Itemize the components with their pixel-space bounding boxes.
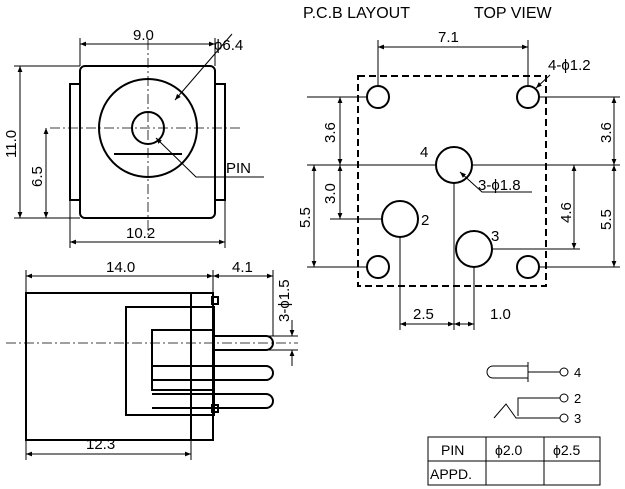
dim-center-height-label: 6.5 — [29, 166, 46, 187]
pin-label: PIN — [226, 160, 251, 177]
table-header-a: ϕ2.0 — [495, 442, 523, 458]
leader-pin-holes — [459, 171, 532, 193]
dim-pin-holes-label: 3-ϕ1.8 — [478, 177, 521, 194]
dim-pin-offset-label: 2.5 — [413, 306, 434, 323]
dim-length-label: 14.0 — [106, 259, 135, 276]
schematic-wire-3 — [493, 403, 560, 419]
dim-right-top-label: 3.6 — [598, 122, 615, 143]
dim-left-mid-label: 3.0 — [322, 183, 339, 204]
pcb-layout-view: 4 2 3 7.1 4-ϕ1.2 3.6 3.0 5.5 3.6 — [297, 29, 620, 330]
pcb-pin4-label: 4 — [420, 144, 428, 161]
side-bump-top — [211, 296, 219, 305]
side-pin-housing — [125, 306, 215, 416]
dim-body-length-label: 12.3 — [86, 436, 115, 453]
schematic-wire-2 — [517, 397, 560, 416]
dim-pin-dia-label: 3-ϕ1.5 — [276, 279, 293, 322]
dim-pin-ext-label: 4.1 — [232, 259, 253, 276]
schematic-symbol: 4 2 3 — [486, 362, 581, 426]
leader-pin — [155, 137, 264, 178]
side-pin-housing-inner — [151, 329, 215, 391]
dim-right-mid-label: 4.6 — [558, 202, 575, 223]
pcb-pin2-label: 2 — [421, 212, 429, 229]
pcb-layout-title: P.C.B LAYOUT — [303, 5, 410, 22]
dim-mount-holes-label: 4-ϕ1.2 — [548, 57, 591, 74]
side-bump-bottom — [211, 404, 219, 413]
dim-pcb-width-label: 7.1 — [438, 29, 459, 46]
schematic-barrel — [486, 365, 528, 379]
schematic-terminal-2 — [559, 393, 569, 403]
side-pin-2 — [152, 365, 274, 381]
dim-left-bottom-label: 5.5 — [297, 207, 314, 228]
table-row-label: APPD. — [430, 466, 472, 482]
schematic-pin2-label: 2 — [574, 391, 581, 406]
top-view-title: TOP VIEW — [474, 5, 553, 22]
leader-mount-holes — [535, 74, 551, 89]
pin-hole-3 — [455, 230, 493, 268]
side-pin-3 — [152, 393, 274, 409]
front-right-flange — [214, 83, 226, 201]
mount-hole-tr — [516, 85, 540, 109]
mount-hole-br — [516, 255, 540, 279]
schematic-pin4-label: 4 — [574, 365, 581, 380]
leader-outer-dia — [174, 33, 233, 101]
dim-base-width-label: 10.2 — [126, 225, 155, 242]
approval-table: PIN ϕ2.0 ϕ2.5 APPD. — [427, 436, 601, 486]
side-view: 14.0 4.1 3-ϕ1.5 12.3 — [6, 259, 298, 460]
schematic-pin3-label: 3 — [574, 411, 581, 426]
pcb-outline — [357, 75, 547, 287]
front-view: 9.0 ϕ6.4 11.0 6.5 10.2 PIN — [3, 27, 264, 248]
mount-hole-bl — [366, 255, 390, 279]
dim-right-bottom-label: 5.5 — [598, 209, 615, 230]
dim-left-top-label: 3.6 — [322, 122, 339, 143]
dim-height-label: 11.0 — [3, 130, 20, 158]
pin-hole-2 — [381, 200, 419, 238]
schematic-terminal-3 — [559, 413, 569, 423]
mount-hole-tl — [366, 85, 390, 109]
pcb-pin3-label: 3 — [491, 228, 499, 245]
front-left-flange — [69, 83, 81, 201]
table-header-pin: PIN — [441, 442, 464, 458]
dim-outer-dia-label: ϕ6.4 — [214, 37, 243, 54]
dim-pin-offset-small-label: 1.0 — [490, 306, 511, 323]
dim-width-label: 9.0 — [133, 27, 154, 44]
schematic-terminal-4 — [559, 367, 569, 377]
table-header-b: ϕ2.5 — [553, 442, 581, 458]
